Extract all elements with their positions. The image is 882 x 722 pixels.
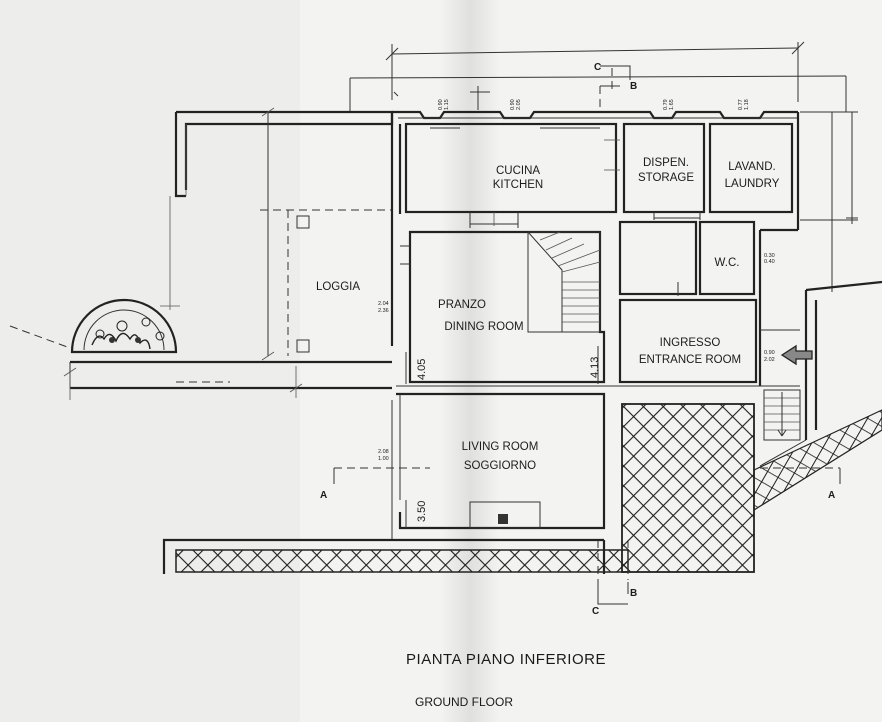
living-label-it: SOGGIORNO <box>464 460 536 472</box>
entrance-door-width: 0.90 <box>764 350 775 356</box>
plan-subtitle: GROUND FLOOR <box>415 695 513 709</box>
wc-label: W.C. <box>715 257 740 269</box>
living-label-en: LIVING ROOM <box>462 441 539 453</box>
wc-window-height: 0.40 <box>764 259 775 265</box>
living-window-width: 2.08 <box>378 449 389 455</box>
storage-room <box>622 122 706 220</box>
entrance-label-it: INGRESSO <box>660 337 721 349</box>
height-dimensions <box>405 346 599 528</box>
entrance-arrow-icon <box>780 344 813 366</box>
living-window-height: 1.00 <box>378 456 389 462</box>
rock-hatch <box>621 403 755 573</box>
dining-window-height: 2.36 <box>378 308 389 314</box>
section-b-bottom: B <box>630 588 637 599</box>
dining-room <box>400 230 606 384</box>
dining-window-width: 2.04 <box>378 301 389 307</box>
section-a-right: A <box>828 490 835 501</box>
dining-label-en: DINING ROOM <box>444 321 523 333</box>
window-2-width: 0.90 <box>510 99 516 110</box>
window-1-width: 0.90 <box>438 99 444 110</box>
dining-height-dimension: 4.05 <box>416 359 428 380</box>
window-3-width: 0.79 <box>663 99 669 110</box>
planter-semicircle <box>70 298 178 354</box>
kitchen-label-it: CUCINA <box>496 165 540 177</box>
foundation-hatch <box>175 549 629 573</box>
window-1-height: 1.15 <box>444 99 450 110</box>
storage-label-it: DISPEN. <box>643 157 689 169</box>
dining-label-it: PRANZO <box>438 299 486 311</box>
laundry-room <box>708 122 794 214</box>
building-walls <box>390 110 800 386</box>
top-dimension-line <box>349 41 847 112</box>
kitchen-room <box>404 122 620 228</box>
living-height-dimension: 3.50 <box>416 501 428 522</box>
living-room <box>391 385 606 540</box>
storage-label-en: STORAGE <box>638 172 694 184</box>
stair-height-dimension: 4.13 <box>589 357 601 378</box>
loggia-label: LOGGIA <box>316 281 360 293</box>
window-4-height: 1.18 <box>744 99 750 110</box>
laundry-label-en: LAUNDRY <box>725 178 780 190</box>
exterior-stairs <box>759 280 882 467</box>
laundry-label-it: LAVAND. <box>728 161 776 173</box>
window-3-height: 1.65 <box>669 99 675 110</box>
window-2-height: 2.05 <box>516 99 522 110</box>
entrance-label-en: ENTRANCE ROOM <box>639 354 741 366</box>
entrance-door-height: 2.02 <box>764 357 775 363</box>
right-dimension-line <box>800 111 858 292</box>
terrain-hatch <box>753 409 882 512</box>
entrance-room <box>604 298 800 387</box>
section-c-bottom: C <box>592 606 599 617</box>
service-rooms <box>618 220 756 296</box>
section-c-top: C <box>594 62 601 73</box>
window-4-width: 0.77 <box>738 99 744 110</box>
wc-window-width: 0.30 <box>764 253 775 259</box>
section-b-top: B <box>630 81 637 92</box>
section-a-left: A <box>320 490 327 501</box>
terrace-slab <box>9 325 392 400</box>
plan-title: PIANTA PIANO INFERIORE <box>406 651 606 668</box>
kitchen-label-en: KITCHEN <box>493 179 543 191</box>
paper-fold <box>440 0 500 722</box>
section-lines <box>333 65 841 605</box>
